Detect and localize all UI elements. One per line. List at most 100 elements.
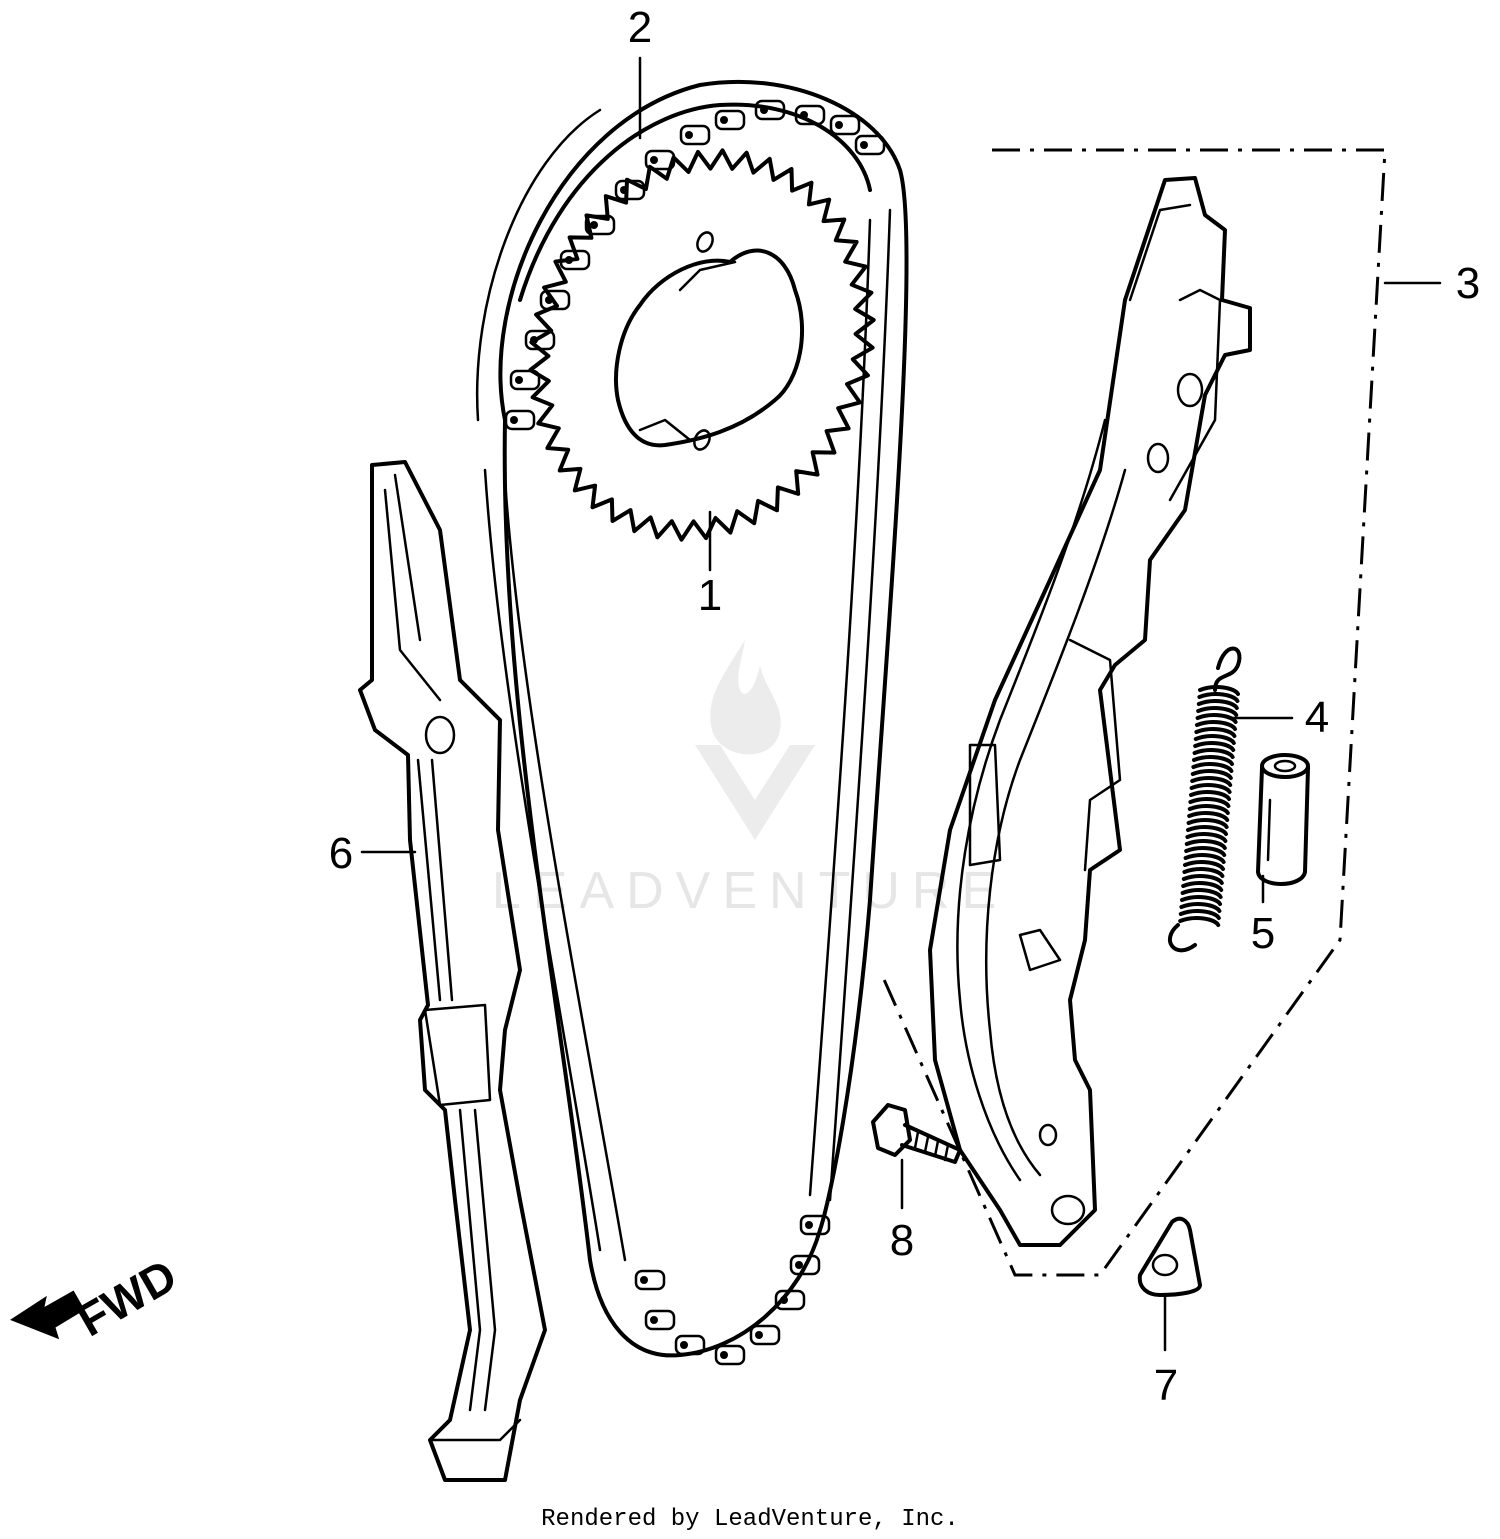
- spring-coil: [1184, 846, 1227, 857]
- spring-coil: [1198, 685, 1240, 696]
- callouts: 1 2 3 4 5 6 7 8: [329, 3, 1480, 1410]
- chain-link: [644, 149, 676, 171]
- callout-2: 2: [628, 3, 652, 52]
- chain-guide: [358, 460, 547, 1482]
- spring-coil: [1178, 909, 1221, 920]
- fwd-label: FWD: [68, 1249, 185, 1346]
- tensioner-washer: [1137, 1216, 1202, 1297]
- fwd-arrow-icon: [10, 1290, 85, 1340]
- chain-link: [789, 1254, 821, 1276]
- chain-link: [794, 104, 826, 126]
- leader-lines: [360, 56, 1442, 1352]
- watermark-text: LEADVENTURE: [492, 862, 1008, 920]
- cam-sprocket: [528, 148, 876, 542]
- chain-pin: [650, 156, 658, 164]
- chain-pin: [800, 111, 808, 119]
- fwd-direction-indicator: FWD: [10, 1249, 185, 1346]
- chain-pin: [680, 1341, 688, 1349]
- chain-pin: [515, 376, 523, 384]
- spring-coil: [1181, 881, 1224, 892]
- spring-coil: [1192, 755, 1234, 766]
- chain-links: [504, 99, 886, 1366]
- chain-link: [509, 369, 541, 391]
- chain-pin: [565, 256, 573, 264]
- chain-link: [539, 289, 571, 311]
- callout-1: 1: [698, 571, 722, 620]
- chain-link: [634, 1269, 666, 1291]
- chain-pin: [720, 116, 728, 124]
- spring-coil: [1191, 762, 1234, 773]
- callout-3: 3: [1456, 259, 1480, 308]
- spring-coil: [1187, 804, 1230, 815]
- spring-coil: [1186, 818, 1229, 829]
- tensioner-group-outline: [880, 148, 1387, 1277]
- chain-link: [584, 214, 616, 236]
- cam-chain: [475, 79, 909, 1366]
- spring-coil: [1179, 902, 1222, 913]
- spring-coil: [1189, 790, 1231, 801]
- chain-link: [774, 1289, 806, 1311]
- chain-link: [614, 179, 646, 201]
- spring-coil: [1197, 692, 1240, 703]
- chain-pin: [780, 1296, 788, 1304]
- watermark-flame-icon: [710, 640, 781, 755]
- chain-link: [559, 249, 591, 271]
- spring-coil: [1193, 734, 1236, 745]
- chain-link: [749, 1324, 781, 1346]
- spring-coil: [1192, 748, 1235, 759]
- spring-coil: [1189, 783, 1232, 794]
- watermark-v-icon: [695, 745, 815, 840]
- chain-link: [644, 1309, 676, 1331]
- spring-coil: [1188, 797, 1231, 808]
- chain-link: [524, 329, 556, 351]
- chain-pin: [835, 121, 843, 129]
- spring-coil: [1195, 720, 1237, 731]
- chain-pin: [640, 1276, 648, 1284]
- chain-link: [714, 109, 746, 131]
- chain-pin: [685, 131, 693, 139]
- callout-8: 8: [890, 1216, 914, 1265]
- spring-coil: [1190, 776, 1233, 787]
- flange-bolt: [871, 1103, 962, 1164]
- chain-pin: [805, 1221, 813, 1229]
- spring-coil: [1180, 888, 1223, 899]
- chain-pin: [510, 416, 518, 424]
- callout-4: 4: [1305, 693, 1329, 742]
- tensioner-spring: [1167, 646, 1242, 953]
- chain-link: [714, 1344, 746, 1366]
- chain-pin: [545, 296, 553, 304]
- footer-credit: Rendered by LeadVenture, Inc.: [541, 1506, 959, 1533]
- spring-coil: [1194, 727, 1237, 738]
- spring-coil: [1195, 713, 1238, 724]
- chain-link: [799, 1214, 831, 1236]
- chain-pin: [620, 186, 628, 194]
- tensioner-arm: [928, 176, 1252, 1247]
- chain-pin: [530, 336, 538, 344]
- chain-pin: [795, 1261, 803, 1269]
- spring-coil: [1178, 916, 1221, 927]
- callout-6: 6: [329, 829, 353, 878]
- chain-link: [674, 1334, 706, 1356]
- callout-7: 7: [1154, 1361, 1178, 1410]
- chain-pin: [755, 1331, 763, 1339]
- spring-coil: [1183, 853, 1226, 864]
- spring-coil: [1183, 860, 1225, 871]
- spring-coil: [1196, 706, 1239, 717]
- chain-pin: [760, 106, 768, 114]
- chain-link: [829, 114, 861, 136]
- chain-link: [854, 134, 886, 156]
- spring-coil: [1187, 811, 1230, 822]
- chain-link: [679, 124, 711, 146]
- spring-coil: [1186, 825, 1228, 836]
- spring-coil: [1190, 769, 1233, 780]
- spring-coil: [1196, 699, 1239, 710]
- chain-link: [754, 99, 786, 121]
- tensioner-pin: [1256, 753, 1310, 886]
- chain-pin: [650, 1316, 658, 1324]
- spring-coil: [1180, 895, 1222, 906]
- chain-pin: [720, 1351, 728, 1359]
- chain-pin: [590, 221, 598, 229]
- chain-link: [504, 409, 536, 431]
- spring-coil: [1182, 867, 1225, 878]
